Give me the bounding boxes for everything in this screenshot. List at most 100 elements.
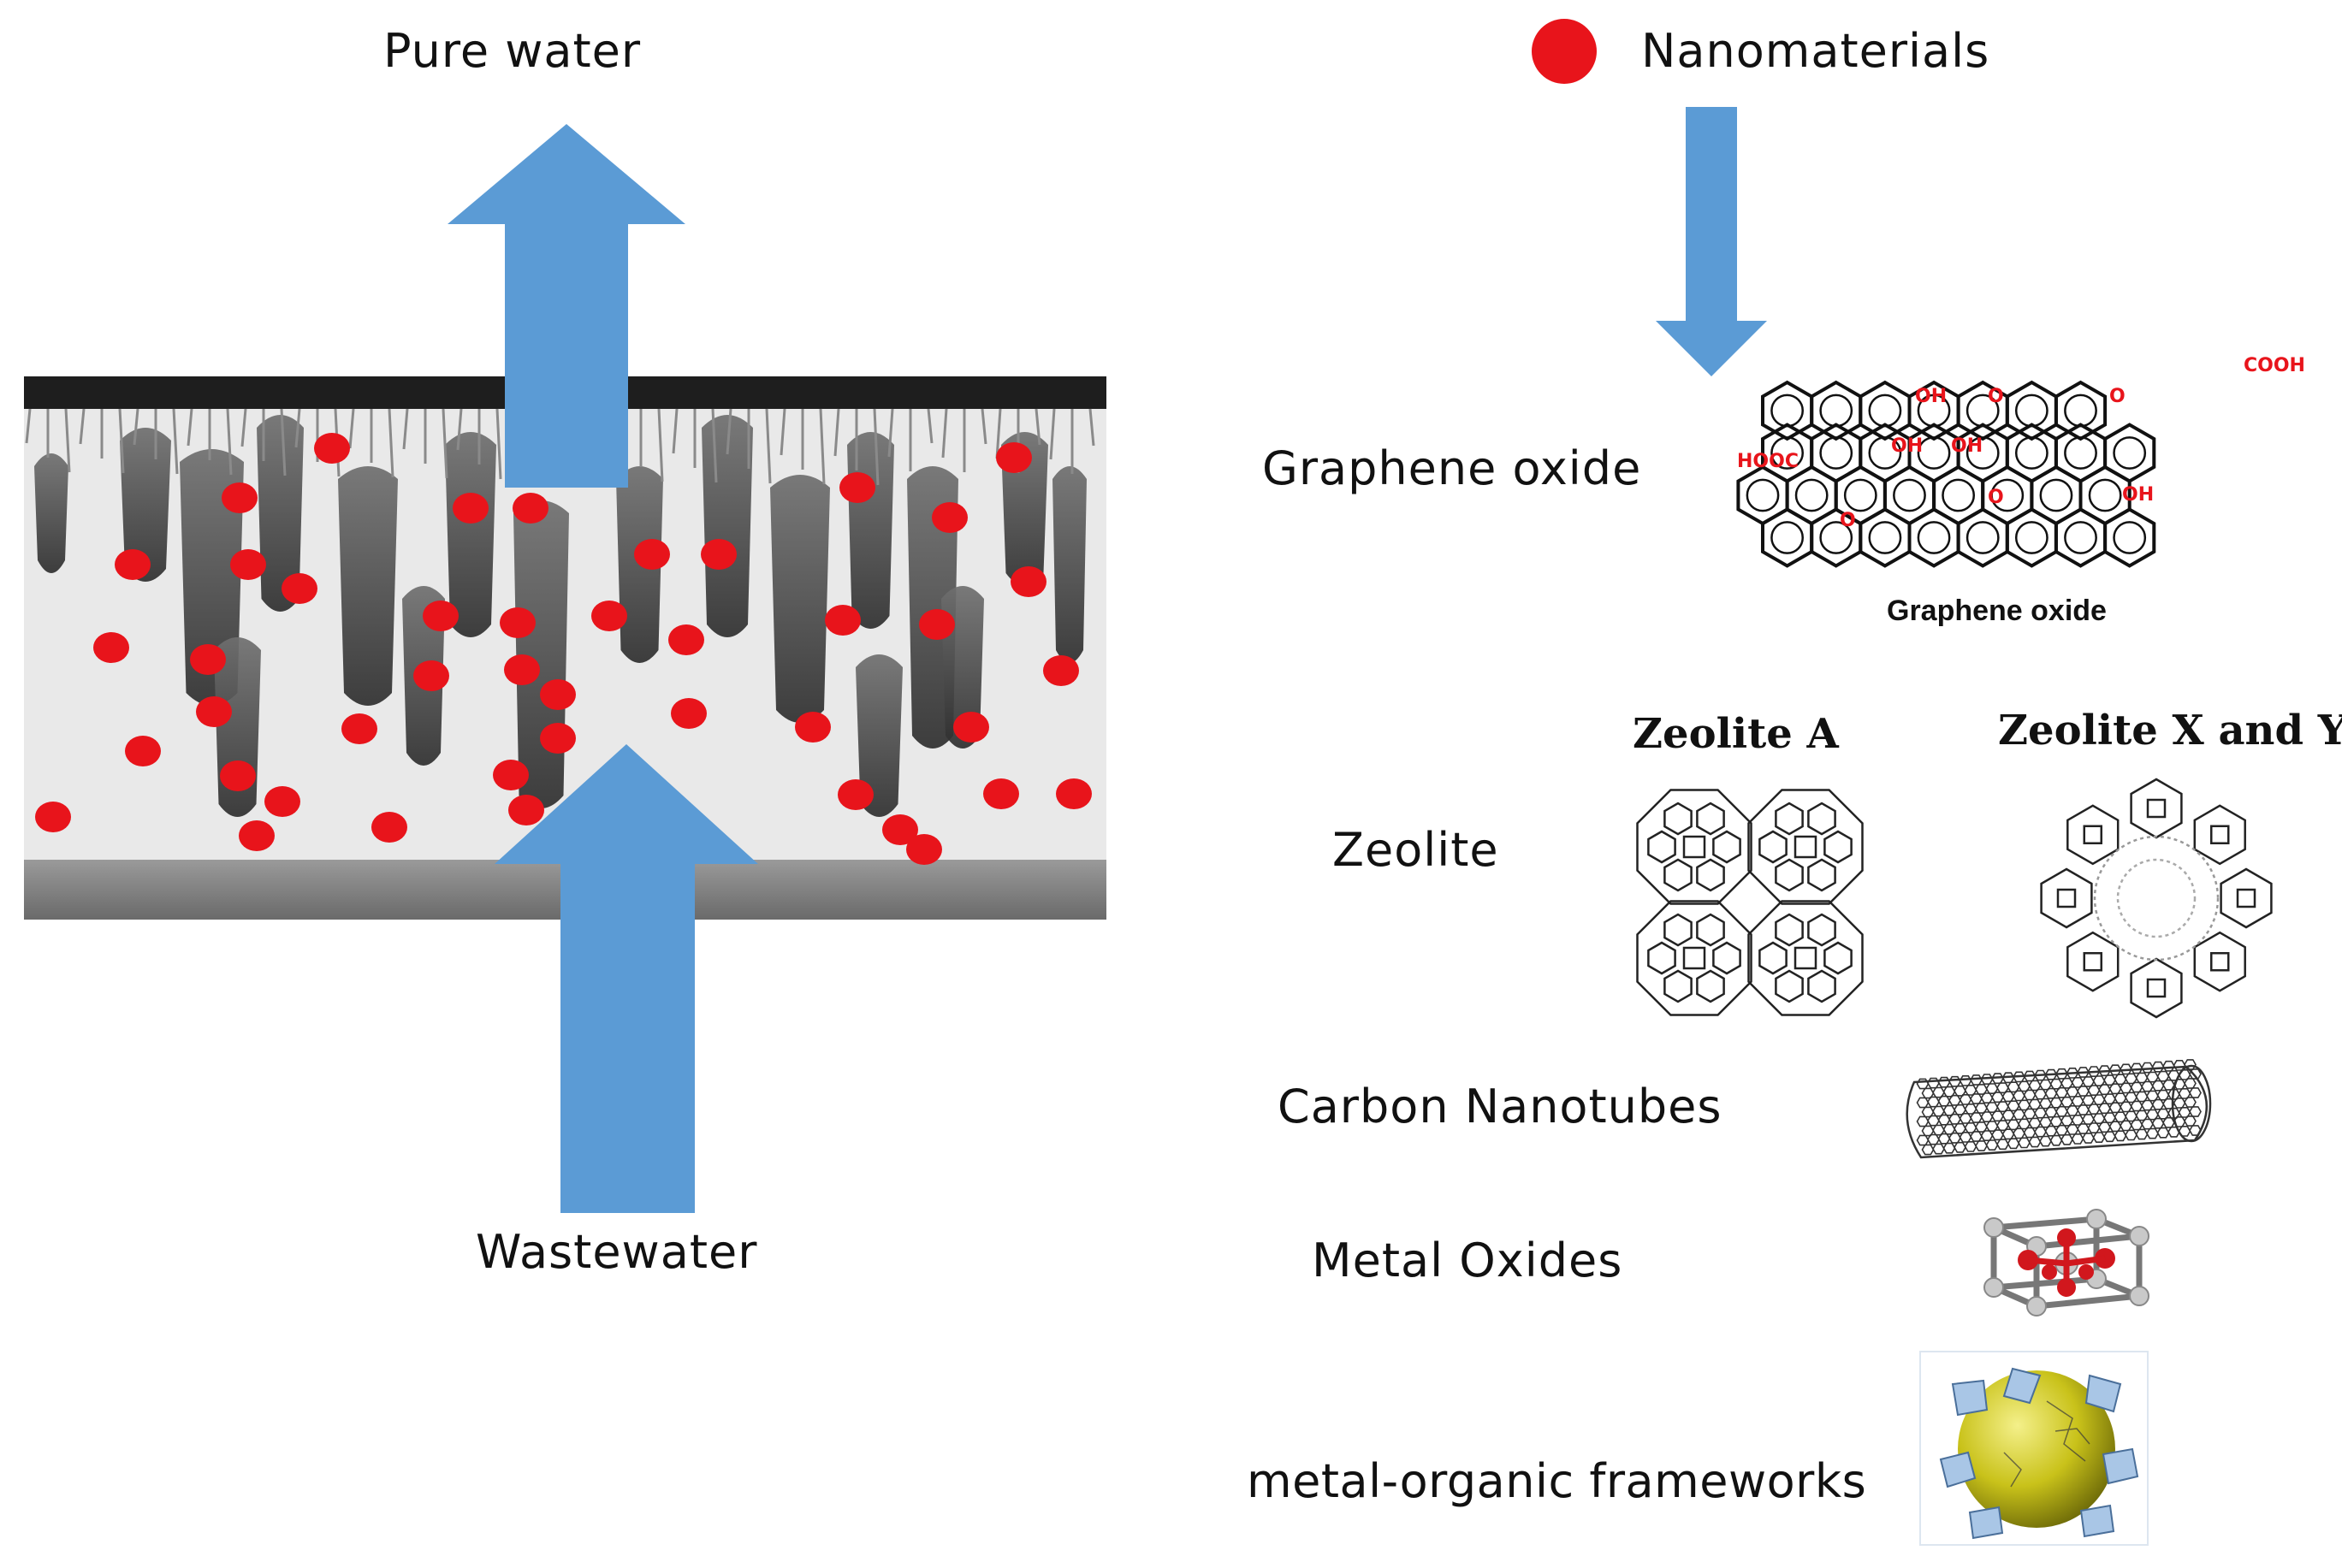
nanotube-hex — [2060, 1133, 2073, 1145]
membrane-pores — [25, 408, 1095, 817]
zeolite-face — [1823, 830, 1853, 864]
nanotube-hex — [1991, 1110, 2004, 1122]
membrane-streak — [833, 408, 840, 457]
graphene-ring-bond — [1917, 436, 1951, 470]
zeolite-face — [1775, 802, 1804, 836]
nanotube-hex — [1991, 1129, 2004, 1141]
nanoparticle-dot — [220, 760, 256, 791]
graphene-ring-bond — [2064, 436, 2097, 470]
nanotube-hex — [1927, 1096, 1940, 1108]
membrane-streak — [765, 408, 772, 484]
faujasite-face — [2236, 888, 2256, 908]
nanotube-hex — [1970, 1131, 1983, 1142]
nanotube-hex — [1942, 1142, 1956, 1154]
nanoparticle-dot — [671, 698, 707, 729]
graphene-ring — [2103, 507, 2156, 568]
zeolite-face — [1663, 969, 1693, 1003]
nanoparticle-dot — [838, 779, 874, 810]
graphene-ring-bond — [1819, 393, 1853, 428]
nanotube-hex — [2001, 1128, 2015, 1140]
zeolite-face — [1758, 941, 1788, 975]
zeolite-face — [1663, 858, 1693, 892]
go-group-oh-4: OH — [2122, 484, 2154, 506]
nanotube-hex — [2087, 1122, 2101, 1133]
nanotube-hex — [1916, 1097, 1930, 1109]
go-group-o-3: O — [1988, 487, 2004, 508]
nanoparticle-dot — [35, 802, 71, 832]
nanotube-hex — [1959, 1093, 1972, 1105]
nanoparticle-dot — [996, 442, 1032, 473]
graphene-ring — [1761, 380, 1814, 441]
faujasite-face — [2083, 825, 2103, 845]
membrane-pore — [770, 475, 830, 723]
nanotube-hex — [2087, 1104, 2101, 1115]
zeolite-face — [1696, 969, 1725, 1003]
membrane-pore — [34, 453, 68, 573]
nanoparticle-dot — [882, 814, 918, 845]
graphene-ring — [1956, 507, 2009, 568]
membrane-streak — [495, 408, 502, 480]
nanotube-hex — [2141, 1080, 2154, 1092]
graphene-ring — [1859, 380, 1912, 441]
nanotube-hex — [2044, 1106, 2058, 1118]
nanotube-hex — [2114, 1130, 2127, 1142]
nanotube-hex — [2162, 1060, 2175, 1072]
metal-oxides-label: Metal Oxides — [1312, 1234, 1623, 1287]
zeolite-label: Zeolite — [1332, 823, 1499, 877]
carbon-nanotube-structure — [1906, 1059, 2212, 1159]
nanotube-hex — [2173, 1060, 2186, 1071]
membrane-streak — [981, 408, 987, 445]
nanotube-hex — [2189, 1087, 2202, 1098]
nanotube-hex — [2156, 1127, 2170, 1139]
membrane-streak — [79, 408, 86, 445]
membrane-streak — [172, 408, 179, 475]
membrane-streak — [133, 408, 139, 446]
graphene-ring — [2054, 380, 2108, 441]
nanotube-hex — [2071, 1133, 2084, 1145]
zeolite-face — [1758, 830, 1788, 864]
graphene-ring-bond — [1746, 478, 1780, 512]
nanotube-hex — [2141, 1118, 2154, 1130]
nanotube-hex — [2055, 1105, 2068, 1117]
graphene-ring-bond — [2039, 478, 2073, 512]
nanoparticle-dot — [1011, 566, 1046, 597]
graphene-ring — [1810, 380, 1863, 441]
zeolite-face — [1807, 858, 1836, 892]
zeolite-face — [1807, 969, 1836, 1003]
pure-water-arrow — [448, 124, 685, 488]
membrane-pore — [1052, 466, 1087, 663]
wastewater-arrow — [495, 744, 758, 1213]
nanotube-hex — [2103, 1131, 2116, 1143]
faujasite-face — [2056, 888, 2077, 908]
graphene-ring-bond — [2064, 521, 2097, 554]
nanoparticle-dot — [314, 433, 350, 464]
membrane-streak — [995, 408, 1002, 459]
nanotube-hex — [2184, 1059, 2197, 1070]
graphene-ring-bond — [1868, 436, 1902, 470]
nanotube-hex — [1975, 1140, 1988, 1151]
zeolite-face — [1647, 941, 1676, 975]
faujasite-face — [2083, 951, 2103, 972]
nanotube-hex — [2023, 1089, 2037, 1101]
membrane-streak — [726, 408, 732, 455]
nanoparticle-dot — [919, 609, 955, 640]
membrane-pore — [257, 415, 304, 612]
membrane-streak — [240, 408, 247, 447]
nanotube-hex — [2044, 1087, 2058, 1099]
graphene-ring-bond — [1893, 478, 1926, 512]
nanotube-hex — [2108, 1083, 2122, 1095]
nanotube-hex — [2044, 1125, 2058, 1137]
graphene-ring-bond — [1819, 436, 1853, 470]
nanoparticle-dot — [795, 712, 831, 743]
nanoparticle-dot — [540, 723, 576, 754]
nanoparticle-dot — [983, 778, 1019, 809]
membrane-pore — [445, 432, 496, 637]
nanotube-hex — [1996, 1139, 2009, 1151]
nanoparticle-dot — [371, 812, 407, 843]
legend-dot — [1532, 19, 1597, 84]
nanotube-hex — [2077, 1104, 2090, 1115]
membrane-streak — [280, 408, 287, 476]
nanotube-hex — [2178, 1126, 2191, 1137]
go-group-oh-2: OH — [1891, 435, 1923, 457]
zeolite-face — [1712, 830, 1741, 864]
